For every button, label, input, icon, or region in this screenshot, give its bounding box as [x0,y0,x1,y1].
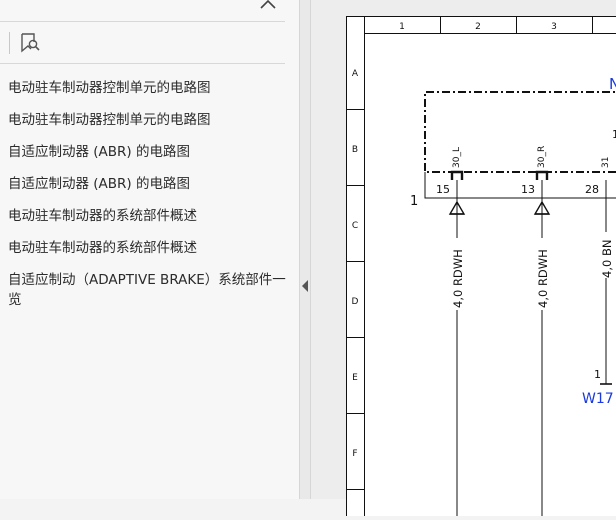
column-label: 1 [399,22,405,32]
pin-name: 30_L [452,147,462,168]
row-label: F [352,449,357,459]
panel-header [0,0,285,22]
bookmark-label: 电动驻车制动器控制单元的电路图 [8,112,211,128]
chevron-up-icon [260,0,276,9]
pin-number: 13 [521,183,535,196]
ground-pin-label: 1 [594,368,601,381]
bookmarks-toolbar [0,22,285,64]
toolbar-separator [9,32,10,54]
wire-label: 4,0 RDWH [451,249,465,308]
bookmark-item[interactable]: 电动驻车制动器的系统部件概述 [0,206,296,226]
bookmark-label: 电动驻车制动器的系统部件概述 [8,208,197,224]
connector-label: 1 [410,194,418,209]
row-label: A [352,69,359,79]
pin-number: 15 [436,183,450,196]
add-bookmark-button[interactable] [18,31,42,55]
bookmark-item[interactable]: 自适应制动（ADAPTIVE BRAKE）系统部件一览 [0,270,296,310]
row-label: D [352,297,359,307]
bookmark-label: 自适应制动器 (ABR) 的电路图 [8,176,190,192]
bookmark-label: 电动驻车制动器的系统部件概述 [8,240,197,256]
bookmark-item[interactable]: 自适应制动器 (ABR) 的电路图 [0,174,296,194]
panel-splitter[interactable] [299,0,311,499]
bookmark-item[interactable]: 电动驻车制动器控制单元的电路图 [0,110,296,130]
row-label: E [352,373,358,383]
pin-name: 30_R [537,146,547,168]
wire-label: 4,0 RDWH [536,249,550,308]
pin-name: 31 [601,157,611,168]
row-label: B [352,145,358,155]
bookmark-label: 电动驻车制动器控制单元的电路图 [8,80,211,96]
column-label: 2 [475,22,481,32]
component-label[interactable]: N [609,75,616,93]
bookmark-label: 自适应制动器 (ABR) 的电路图 [8,144,190,160]
bookmark-item[interactable]: 电动驻车制动器的系统部件概述 [0,238,296,258]
bookmark-search-icon [21,33,40,53]
row-label: C [352,221,358,231]
bookmark-label: 自适应制动（ADAPTIVE BRAKE）系统部件一览 [8,272,286,308]
component-boundary [424,91,616,173]
document-page: 1 2 3 A B C D E F N 1 1 30_L 30_R [346,16,616,516]
ground-component-label[interactable]: W17 [582,391,614,407]
bookmarks-panel: 电动驻车制动器控制单元的电路图 电动驻车制动器控制单元的电路图 自适应制动器 (… [0,0,299,499]
document-viewer[interactable]: 1 2 3 A B C D E F N 1 1 30_L 30_R [311,0,616,516]
column-label: 3 [551,22,557,32]
wire-label: 4,0 BN [600,240,614,278]
close-panel-button[interactable] [257,0,279,16]
component-pin-label: 1 [612,128,616,141]
bookmark-item[interactable]: 电动驻车制动器控制单元的电路图 [0,78,296,98]
bookmark-item[interactable]: 自适应制动器 (ABR) 的电路图 [0,142,296,162]
collapse-panel-arrow-icon[interactable] [302,280,308,292]
wiring-diagram: 1 2 3 A B C D E F N 1 1 30_L 30_R [346,16,616,516]
pin-number: 28 [585,183,599,196]
